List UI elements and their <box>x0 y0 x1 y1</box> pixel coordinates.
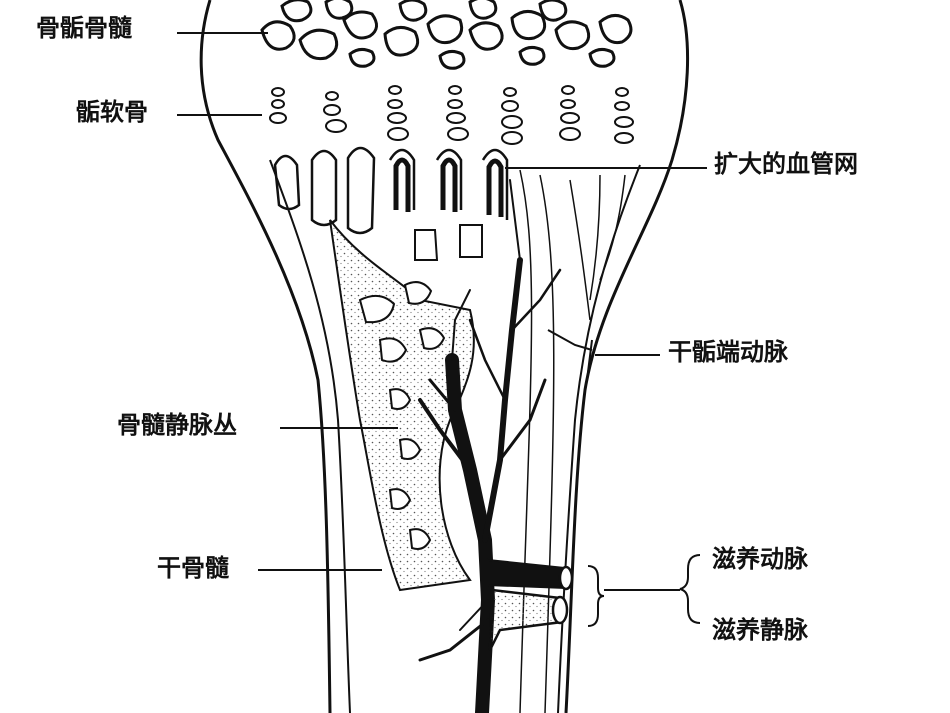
label-diaphyseal-marrow: 干骨髓 <box>157 554 229 582</box>
metaphyseal-loops <box>273 146 509 235</box>
label-bracket <box>679 554 701 624</box>
leader-lines <box>177 32 707 591</box>
nutrient-artery <box>487 558 566 590</box>
bone-outline-right <box>564 0 690 713</box>
label-marrow-venous-plexus: 骨髓静脉丛 <box>117 411 237 439</box>
label-epiphyseal-cartilage: 骺软骨 <box>76 98 148 126</box>
cortex-inner-left <box>269 159 351 713</box>
vessel-bracket <box>587 565 605 627</box>
nutrient-vein-end <box>551 595 569 625</box>
epiphyseal-marrow-cavities <box>260 0 633 70</box>
trabecular-holes <box>358 224 483 550</box>
label-enlarged-vascular-network: 扩大的血管网 <box>714 150 858 178</box>
vascular-loops-dark <box>393 157 504 217</box>
metaphyseal-artery-mark <box>547 329 593 373</box>
cartilage-cell-columns <box>269 85 634 145</box>
bone-outline-left <box>199 0 332 713</box>
label-nutrient-vein: 滋养静脉 <box>712 616 808 644</box>
arterial-tree <box>418 179 562 713</box>
label-epiphyseal-marrow: 骨骺骨髓 <box>36 14 132 42</box>
label-metaphyseal-artery: 干骺端动脉 <box>668 338 788 366</box>
nutrient-vein <box>488 588 564 651</box>
medullary-lines <box>519 169 626 713</box>
nutrient-artery-end <box>558 565 574 591</box>
label-nutrient-artery: 滋养动脉 <box>712 545 808 573</box>
